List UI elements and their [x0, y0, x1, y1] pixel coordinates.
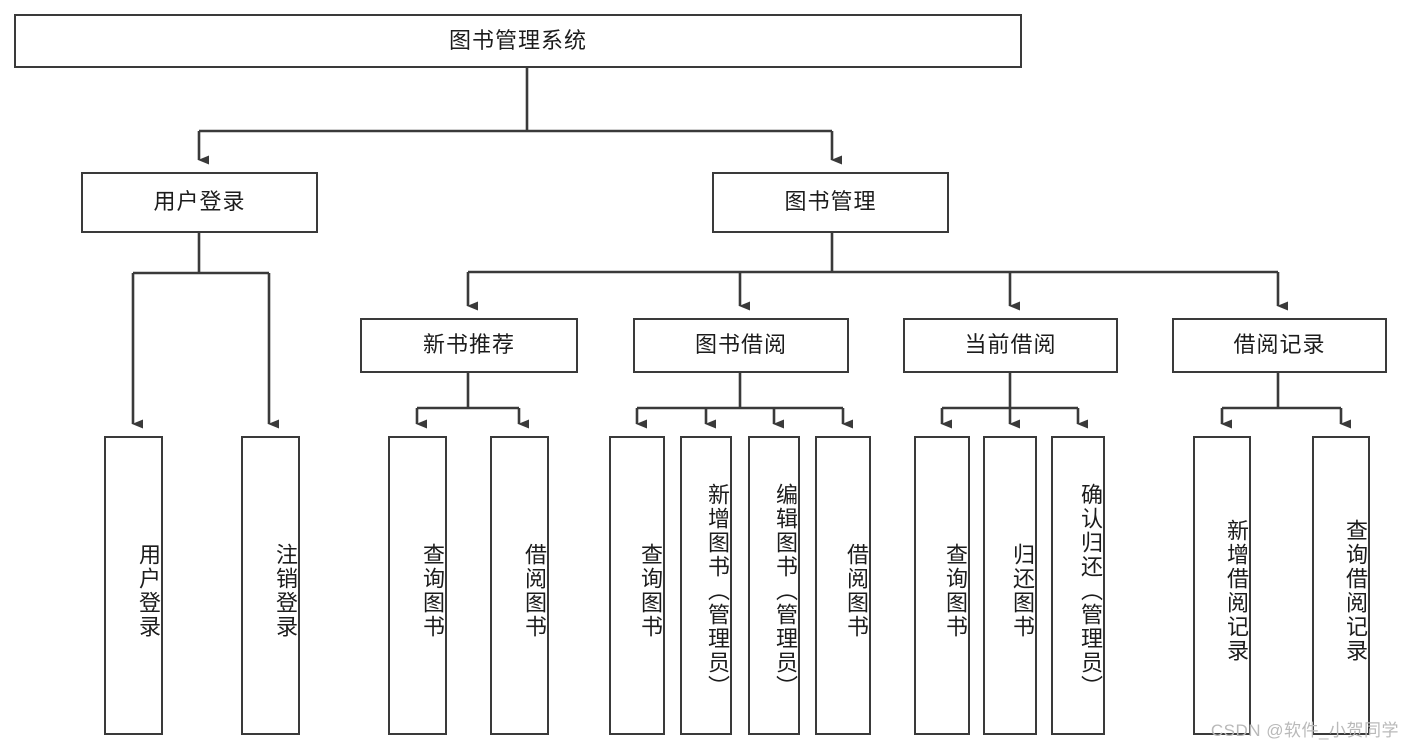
node-label: 查询借阅记录 — [1343, 518, 1368, 663]
leaf-recommend-borrow-book[interactable]: 借阅图书 — [490, 436, 549, 735]
node-label: 归还图书 — [1010, 542, 1035, 639]
node-label: 查询图书 — [420, 542, 445, 639]
node-current-borrow[interactable]: 当前借阅 — [903, 318, 1118, 373]
node-book-management[interactable]: 图书管理 — [712, 172, 949, 233]
node-label: 借阅图书 — [522, 542, 547, 639]
node-new-book-recommend[interactable]: 新书推荐 — [360, 318, 578, 373]
leaf-current-confirm-return-admin[interactable]: 确认归还（管理员） — [1051, 436, 1105, 735]
node-label: 图书管理 — [784, 189, 877, 215]
node-root-library-system[interactable]: 图书管理系统 — [14, 14, 1022, 68]
node-label: 借阅记录 — [1233, 332, 1326, 358]
node-label: 图书管理系统 — [448, 27, 587, 53]
node-label: 新书推荐 — [422, 332, 515, 358]
node-label: 新增借阅记录 — [1224, 518, 1249, 663]
watermark: CSDN @软件_小贺同学 — [1210, 721, 1399, 740]
node-borrow-record[interactable]: 借阅记录 — [1172, 318, 1387, 373]
leaf-user-login-signout[interactable]: 注销登录 — [241, 436, 300, 735]
leaf-borrow-query-book[interactable]: 查询图书 — [609, 436, 665, 735]
leaf-borrow-edit-book-admin[interactable]: 编辑图书（管理员） — [748, 436, 800, 735]
leaf-current-return-book[interactable]: 归还图书 — [983, 436, 1037, 735]
leaf-record-query-record[interactable]: 查询借阅记录 — [1312, 436, 1370, 735]
leaf-borrow-add-book-admin[interactable]: 新增图书（管理员） — [680, 436, 732, 735]
node-label: 当前借阅 — [964, 332, 1057, 358]
node-user-login[interactable]: 用户登录 — [81, 172, 318, 233]
leaf-record-add-record[interactable]: 新增借阅记录 — [1193, 436, 1251, 735]
node-label: 借阅图书 — [844, 542, 869, 639]
leaf-recommend-query-book[interactable]: 查询图书 — [388, 436, 447, 735]
node-label: 注销登录 — [273, 542, 298, 639]
node-label: 查询图书 — [638, 542, 663, 639]
node-book-borrow[interactable]: 图书借阅 — [633, 318, 849, 373]
node-label: 用户登录 — [136, 542, 161, 639]
node-label: 查询图书 — [943, 542, 968, 639]
leaf-user-login-signin[interactable]: 用户登录 — [104, 436, 163, 735]
node-label: 图书借阅 — [694, 332, 787, 358]
node-label: 用户登录 — [153, 189, 246, 215]
leaf-current-query-book[interactable]: 查询图书 — [914, 436, 970, 735]
leaf-borrow-borrow-book[interactable]: 借阅图书 — [815, 436, 871, 735]
node-label: 编辑图书（管理员） — [773, 482, 798, 699]
node-label: 新增图书（管理员） — [705, 482, 730, 699]
node-label: 确认归还（管理员） — [1078, 482, 1103, 699]
